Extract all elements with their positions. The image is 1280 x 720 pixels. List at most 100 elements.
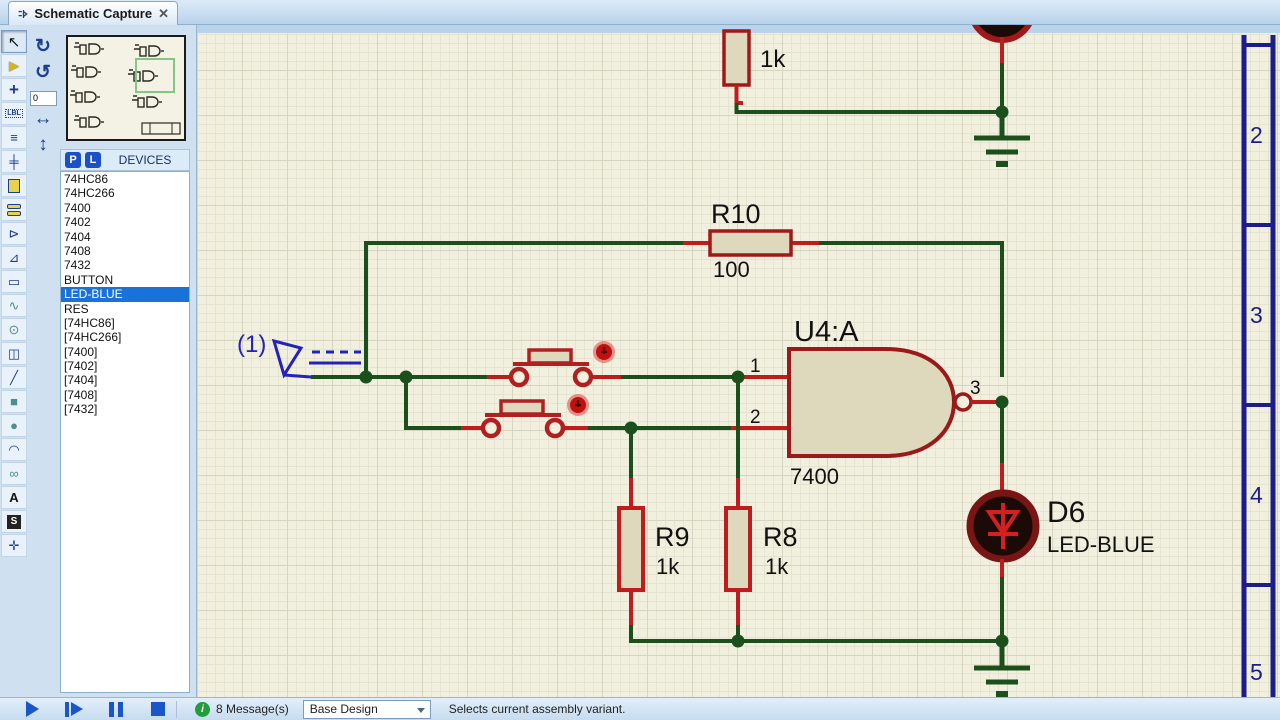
svg-text:2: 2 [750,407,761,428]
wire[interactable] [404,377,461,430]
button-1-actuator-icon[interactable] [593,341,615,363]
svg-text:100: 100 [713,257,750,282]
tab-close-icon[interactable]: ✕ [158,5,169,21]
wire-label-icon[interactable]: LBL [1,102,27,125]
voltage-probe-icon[interactable]: ⊙ [1,318,27,341]
device-list-item[interactable]: [74HC266] [64,330,122,345]
resistor-r9[interactable]: R9 1k [617,478,690,625]
svg-text:(1): (1) [237,331,266,358]
device-list-item[interactable]: 7404 [64,229,91,244]
led-d6[interactable]: D6 LED-BLUE [966,463,1155,577]
resistor-top[interactable]: 1k [722,29,786,105]
device-pin-icon[interactable]: ⊳ [1,222,27,245]
pick-devices-button[interactable]: P [65,152,81,168]
device-list-item[interactable]: 74HC266 [64,186,115,201]
2d-box-icon[interactable]: ■ [1,390,27,413]
device-list-item[interactable]: [7400] [64,344,98,359]
resistor-r8[interactable]: R8 1k [724,478,798,625]
rotate-clockwise-icon[interactable]: ↻ [35,35,51,57]
svg-text:4: 4 [1250,482,1263,508]
rotate-anticlockwise-icon[interactable]: ↺ [35,61,51,83]
svg-text:R8: R8 [763,522,798,552]
schematic-tab-icon [18,9,28,18]
2d-circle-icon[interactable]: ● [1,414,27,437]
2d-arc-icon[interactable]: ◠ [1,438,27,461]
2d-line-icon[interactable]: ╱ [1,366,27,389]
ground-symbol-bottom[interactable] [974,641,1030,697]
resistor-r10[interactable]: R10 100 [683,199,819,282]
message-info-icon[interactable]: i [195,701,210,717]
assembly-variant-select[interactable]: Base Design [302,699,431,719]
2d-marker-icon[interactable]: ✛ [1,534,27,557]
library-manager-button[interactable]: L [85,152,101,168]
step-button[interactable] [64,701,84,718]
device-list-item[interactable]: [74HC86] [64,315,115,330]
clipped-led-top[interactable] [971,25,1033,63]
text-script-icon[interactable]: ≡ [1,126,27,149]
orientation-toolbar: ↻ ↺ ↔ ↕ [30,33,58,158]
svg-text:3: 3 [970,378,981,399]
svg-text:1: 1 [750,356,761,377]
tab-schematic-capture[interactable]: Schematic Capture ✕ [8,1,178,25]
chevron-down-icon [416,707,425,713]
play-button[interactable] [22,701,42,718]
device-list: 74HC86 74HC266 7400 7402 7404 7408 7432 … [60,171,190,693]
svg-text:7400: 7400 [790,464,839,489]
junction-dot-icon[interactable]: + [1,78,27,101]
2d-symbol-icon[interactable]: S [1,510,27,533]
tab-bar: Schematic Capture ✕ [0,0,1280,25]
svg-text:2: 2 [1250,122,1263,148]
mirror-horizontal-icon[interactable]: ↔ [33,108,53,129]
terminal-mode-icon[interactable] [1,198,27,221]
svg-text:R9: R9 [655,522,690,552]
push-button-2[interactable] [461,399,588,439]
device-list-item[interactable]: BUTTON [64,272,114,287]
svg-text:3: 3 [1250,302,1263,328]
device-list-item[interactable]: [7408] [64,387,98,402]
2d-path-icon[interactable]: ∞ [1,462,27,485]
ground-symbol-top[interactable] [974,112,1030,167]
tape-recorder-icon[interactable]: ▭ [1,270,27,293]
svg-text:R10: R10 [711,199,761,229]
device-list-item[interactable]: RES [64,301,89,316]
svg-text:1k: 1k [656,554,680,579]
svg-text:D6: D6 [1047,496,1085,529]
nand-gate-u4a[interactable]: U4:A 7400 1 2 3 [750,316,981,489]
devices-panel-title: DEVICES [118,153,172,167]
device-list-item[interactable]: 7408 [64,243,91,258]
schematic-canvas[interactable]: 2 3 4 5 1k R10 100 [196,25,1280,697]
stop-button[interactable] [148,701,168,718]
svg-text:LED-BLUE: LED-BLUE [1047,532,1155,557]
offpage-terminal[interactable]: (1) [237,331,361,379]
device-list-item-selected[interactable]: LED-BLUE [61,287,189,302]
wire[interactable] [734,103,1003,114]
graph-mode-icon[interactable]: ⊿ [1,246,27,269]
subcircuit-icon[interactable] [1,174,27,197]
pause-button[interactable] [106,701,126,718]
2d-text-icon[interactable]: A [1,486,27,509]
device-list-item[interactable]: 7400 [64,200,91,215]
virtual-instrument-icon[interactable]: ◫ [1,342,27,365]
device-list-item[interactable]: 7432 [64,258,91,273]
generator-icon[interactable]: ∿ [1,294,27,317]
component-mode-icon[interactable]: ▶ [1,54,27,77]
overview-minimap[interactable] [60,31,190,145]
device-list-item[interactable]: [7404] [64,373,98,388]
selection-mode-icon[interactable]: ↖ [1,30,27,53]
canvas-top-edge [197,25,1280,33]
wire[interactable] [819,241,1004,377]
wire[interactable] [364,241,683,377]
wire[interactable] [629,625,1002,643]
assembly-variant-value: Base Design [309,702,378,716]
device-list-item[interactable]: 74HC86 [64,172,109,186]
push-button-1[interactable] [487,348,621,388]
device-list-item[interactable]: [7402] [64,359,98,374]
rotation-angle-input[interactable] [30,90,57,106]
wire-junction [359,370,373,384]
message-count[interactable]: 8 Message(s) [216,702,289,716]
mirror-vertical-icon[interactable]: ↕ [38,134,48,155]
device-list-item[interactable]: [7432] [64,402,98,417]
device-list-item[interactable]: 7402 [64,215,91,230]
bus-icon[interactable]: ╪ [1,150,27,173]
button-2-actuator-icon[interactable] [567,394,589,416]
